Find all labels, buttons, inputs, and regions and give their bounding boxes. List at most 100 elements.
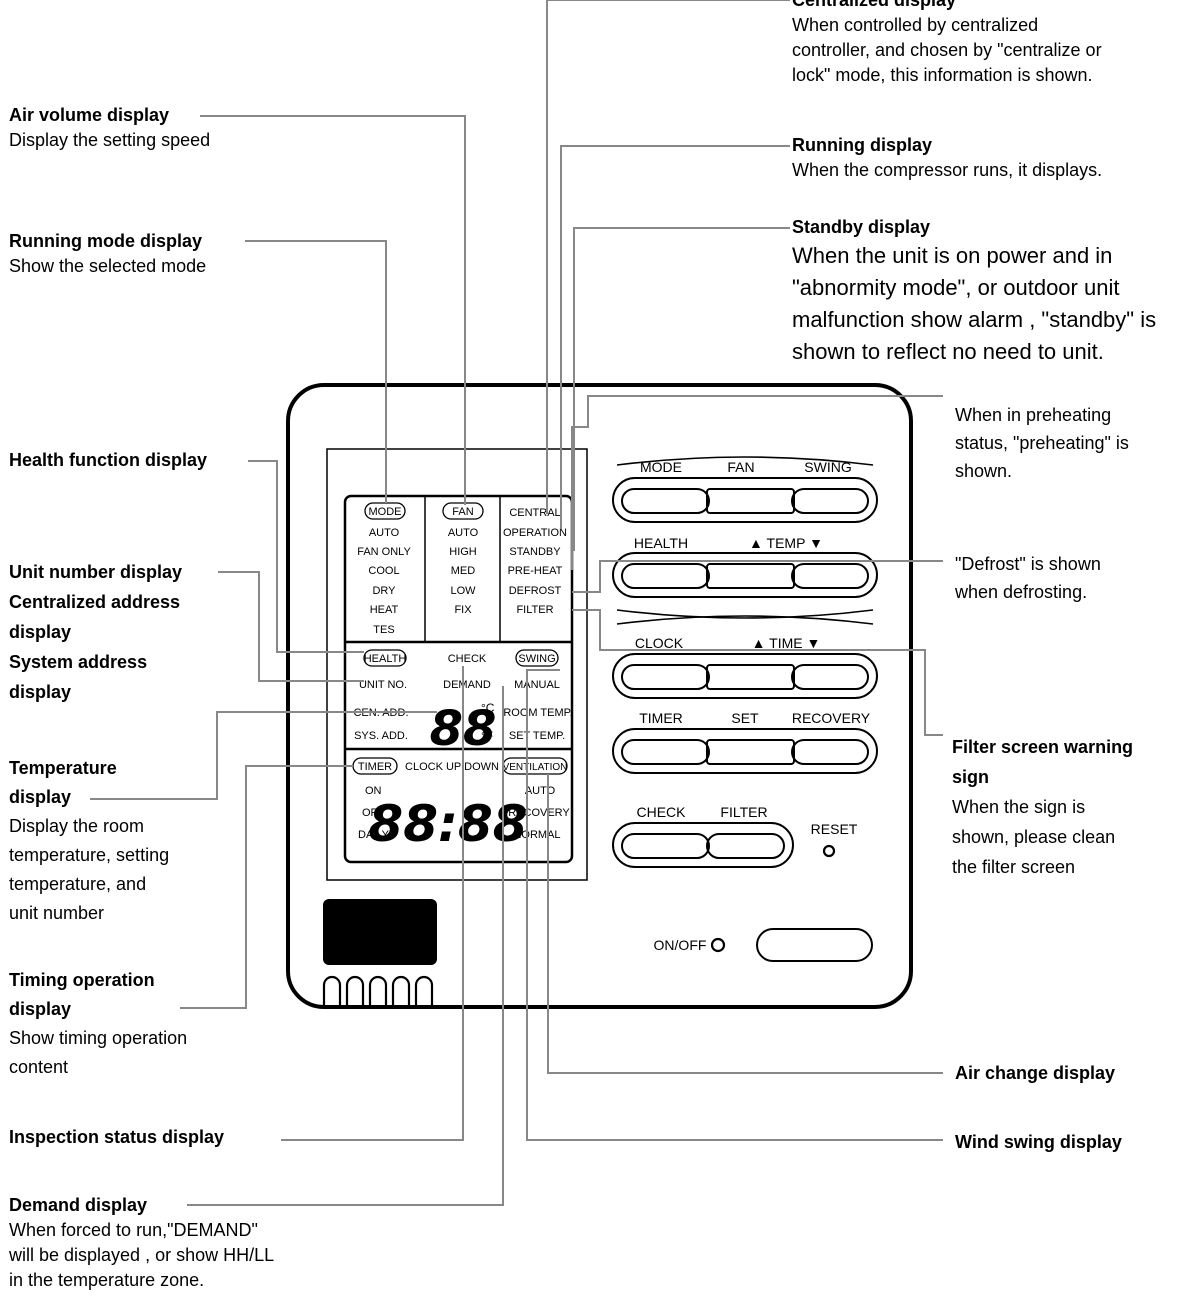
- lcd-timer-label: TIMER: [358, 761, 392, 773]
- wind-swing-annotation: Wind swing display: [955, 1130, 1122, 1155]
- swing-button[interactable]: [791, 488, 869, 514]
- time-up-button[interactable]: [706, 664, 795, 690]
- lcd-fan-med: MED: [451, 565, 476, 577]
- timer-button-label: TIMER: [639, 710, 683, 726]
- unit-number-title-3: display: [9, 622, 72, 642]
- wind-swing-title: Wind swing display: [955, 1132, 1122, 1152]
- lcd-standby: STANDBY: [509, 546, 561, 558]
- unit-number-title-2: Centralized address: [9, 592, 181, 612]
- running-mode-line-1: Show the selected mode: [9, 256, 207, 276]
- lcd-swing-label: SWING: [518, 653, 555, 665]
- lcd-room-temp: ROOM TEMP.: [503, 707, 572, 719]
- preheat-line-3: shown.: [955, 461, 1013, 481]
- demand-annotation: Demand display When forced to run,"DEMAN…: [9, 1193, 274, 1293]
- unit-number-title-4: System address: [9, 652, 148, 672]
- lcd-off: OFF: [362, 807, 384, 819]
- lcd-on: ON: [365, 785, 382, 797]
- fan-button[interactable]: [706, 488, 795, 514]
- demand-line-2: will be displayed , or show HH/LL: [9, 1245, 275, 1265]
- lcd-check: CHECK: [448, 653, 487, 665]
- timing-line-2: content: [9, 1057, 69, 1077]
- lcd-set-temp: SET TEMP.: [509, 730, 565, 742]
- temperature-line-2: temperature, setting: [9, 845, 170, 865]
- fan-button-label: FAN: [727, 459, 754, 475]
- demand-line-1: When forced to run,"DEMAND": [9, 1220, 258, 1240]
- temperature-line-3: temperature, and: [9, 874, 147, 894]
- standby-line-4: shown to reflect no need to unit.: [792, 339, 1104, 364]
- running-mode-title: Running mode display: [9, 231, 203, 251]
- filter-annotation: Filter screen warning sign When the sign…: [952, 732, 1133, 882]
- air-volume-title: Air volume display: [9, 105, 170, 125]
- temp-buttons-label: ▲ TEMP ▼: [749, 535, 823, 551]
- unit-number-title-5: display: [9, 682, 72, 702]
- lcd-daily: DAILY: [358, 829, 390, 841]
- unit-number-title-1: Unit number display: [9, 562, 183, 582]
- lcd-fahrenheit-unit: °F: [481, 729, 493, 743]
- running-mode-annotation: Running mode display Show the selected m…: [9, 229, 206, 279]
- lcd-unit-no: UNIT NO.: [359, 679, 407, 691]
- standby-line-3: malfunction show alarm , "standby" is: [792, 307, 1157, 332]
- filter-button[interactable]: [706, 833, 785, 859]
- health-badge: [363, 649, 407, 667]
- temperature-annotation: Temperature display Display the room tem…: [9, 754, 169, 928]
- lcd-mode-fan-only: FAN ONLY: [357, 546, 411, 558]
- air-volume-annotation: Air volume display Display the setting s…: [9, 103, 210, 153]
- recovery-button[interactable]: [791, 739, 869, 765]
- centralized-line-1: When controlled by centralized: [792, 15, 1039, 35]
- clock-button-label: CLOCK: [635, 635, 684, 651]
- centralized-line-2: controller, and chosen by "centralize or: [792, 40, 1102, 60]
- health-button[interactable]: [621, 563, 710, 589]
- running-line-1: When the compressor runs, it displays.: [792, 160, 1103, 180]
- reset-button[interactable]: [822, 844, 836, 858]
- air-volume-line-1: Display the setting speed: [9, 130, 211, 150]
- display-frame: [326, 448, 588, 881]
- mode-button[interactable]: [621, 488, 710, 514]
- leader-lines: [90, 0, 943, 1206]
- lcd-mode-dry: DRY: [372, 585, 396, 597]
- centralized-line-3: lock" mode, this information is shown.: [792, 65, 1093, 85]
- clock-button[interactable]: [621, 664, 710, 690]
- lcd-clock-up-down: CLOCK UP DOWN: [405, 761, 499, 773]
- reset-label: RESET: [811, 821, 858, 837]
- demand-line-3: in the temperature zone.: [9, 1270, 205, 1290]
- temperature-line-4: unit number: [9, 903, 105, 923]
- lcd-central: CENTRAL: [509, 507, 560, 519]
- lcd-ventilation-label: VENTILATION: [503, 762, 568, 773]
- filter-line-1: When the sign is: [952, 797, 1086, 817]
- temp-down-button[interactable]: [791, 563, 869, 589]
- inspection-annotation: Inspection status display: [9, 1125, 224, 1150]
- air-change-title: Air change display: [955, 1063, 1116, 1083]
- standby-line-2: "abnormity mode", or outdoor unit: [792, 275, 1120, 300]
- lcd-recovery: RECOVERY: [508, 807, 570, 819]
- temp-up-button[interactable]: [706, 563, 795, 589]
- lcd-auto: AUTO: [525, 785, 556, 797]
- running-title: Running display: [792, 135, 933, 155]
- temperature-title-1: Temperature: [9, 758, 117, 778]
- defrost-line-2: when defrosting.: [955, 582, 1088, 602]
- filter-button-label: FILTER: [720, 804, 767, 820]
- row5-button-frame: [612, 822, 794, 868]
- lcd-mode-heat: HEAT: [370, 604, 399, 616]
- timing-title-2: display: [9, 999, 72, 1019]
- preheat-line-2: status, "preheating" is: [955, 433, 1129, 453]
- centralized-annotation: Centralized display When controlled by c…: [792, 0, 1102, 88]
- onoff-indicator-icon: [710, 937, 726, 953]
- lcd-panel: [343, 494, 574, 864]
- lcd-clock-digits: 88:88: [368, 795, 527, 853]
- time-down-button[interactable]: [791, 664, 869, 690]
- set-button[interactable]: [706, 739, 795, 765]
- temperature-line-1: Display the room: [9, 816, 145, 836]
- filter-title-2: sign: [952, 767, 990, 787]
- preheat-annotation: When in preheating status, "preheating" …: [955, 401, 1129, 485]
- timer-button[interactable]: [621, 739, 710, 765]
- row3-button-frame: [612, 653, 878, 699]
- onoff-button[interactable]: [756, 928, 873, 962]
- check-button[interactable]: [621, 833, 710, 859]
- vent-slots: [322, 975, 434, 1005]
- health-title: Health function display: [9, 450, 208, 470]
- demand-title: Demand display: [9, 1195, 148, 1215]
- onoff-label: ON/OFF: [654, 937, 707, 953]
- lcd-mode-tes: TES: [373, 624, 394, 636]
- lcd-fan-auto: AUTO: [448, 527, 479, 539]
